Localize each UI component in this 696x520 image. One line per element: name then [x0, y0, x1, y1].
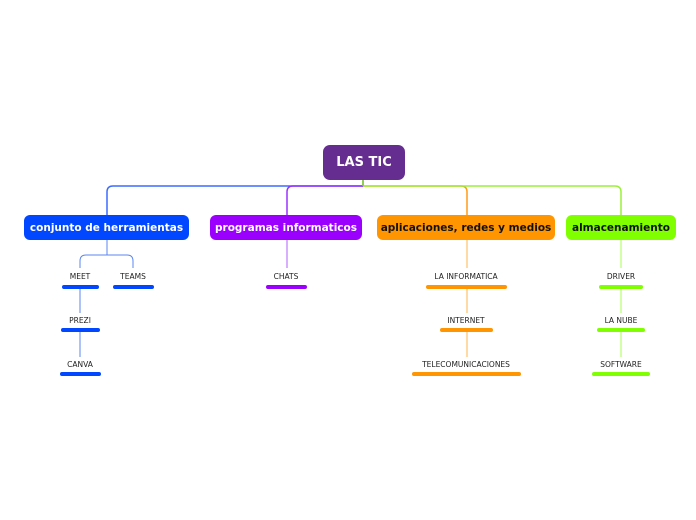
root-node[interactable]: LAS TIC — [323, 145, 405, 180]
leaf-teams[interactable]: TEAMS — [120, 272, 146, 281]
connector-root-to-programas — [286, 185, 363, 215]
root-label: LAS TIC — [336, 155, 392, 170]
branch-label: conjunto de herramientas — [29, 221, 184, 234]
leaf-prezi[interactable]: PREZI — [69, 316, 91, 325]
leaf-underline — [266, 285, 307, 289]
leaf-underline — [60, 372, 101, 376]
connector-root-to-herramientas — [106, 180, 364, 215]
connector-root-to-almacenamiento — [363, 185, 622, 215]
branch-label: aplicaciones, redes y medios — [380, 221, 552, 234]
leaf-underline — [592, 372, 650, 376]
branch-herramientas[interactable]: conjunto de herramientas — [24, 215, 189, 240]
leaf-underline — [597, 328, 645, 332]
connector-root-to-aplicaciones — [363, 185, 468, 215]
leaf-chats[interactable]: CHATS — [273, 272, 299, 281]
leaf-underline — [440, 328, 493, 332]
branch-aplicaciones[interactable]: aplicaciones, redes y medios — [377, 215, 555, 240]
leaf-underline — [599, 285, 643, 289]
leaf-driver[interactable]: DRIVER — [606, 272, 636, 281]
leaf-underline — [412, 372, 521, 376]
leaf-underline — [426, 285, 507, 289]
branch-almacenamiento[interactable]: almacenamiento — [566, 215, 676, 240]
leaf-internet[interactable]: INTERNET — [447, 316, 485, 325]
branch-label: almacenamiento — [572, 221, 670, 234]
leaf-underline — [62, 285, 99, 289]
leaf-la-informatica[interactable]: LA INFORMATICA — [434, 272, 498, 281]
branch-label: programas informaticos — [215, 221, 357, 234]
leaf-software[interactable]: SOFTWARE — [600, 360, 642, 369]
leaf-meet[interactable]: MEET — [69, 272, 91, 281]
leaf-underline — [61, 328, 100, 332]
leaf-la-nube[interactable]: LA NUBE — [604, 316, 638, 325]
leaf-canva[interactable]: CANVA — [67, 360, 93, 369]
leaf-underline — [113, 285, 154, 289]
branch-programas[interactable]: programas informaticos — [210, 215, 362, 240]
leaf-telecomunicaciones[interactable]: TELECOMUNICACIONES — [422, 360, 510, 369]
